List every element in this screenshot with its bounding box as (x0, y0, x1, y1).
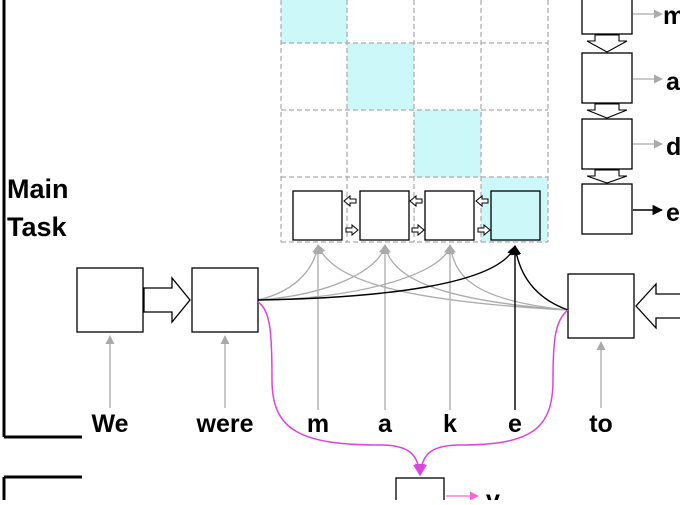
output-cell (581, 52, 633, 104)
decoder-cell-active (490, 190, 541, 241)
input-word: k (443, 410, 457, 438)
output-column (581, 0, 664, 235)
auxiliary-task-cell (395, 477, 445, 505)
input-word: We (91, 410, 128, 438)
decoder-cell (359, 190, 410, 241)
auxiliary-output-label: v (486, 486, 500, 500)
input-word: were (196, 410, 254, 438)
output-letter: e (666, 199, 680, 227)
block-arrow-right (143, 276, 191, 324)
encoder-cell-to (567, 273, 635, 339)
auxiliary-connections (257, 301, 569, 477)
input-word: e (508, 410, 522, 438)
final-step-connections (257, 245, 569, 410)
decoder-cell (292, 190, 343, 241)
decoder-row (292, 190, 541, 241)
encoder-cell-were (191, 267, 259, 333)
input-words: We were m a k e to (91, 410, 612, 438)
grid-cell-highlight (414, 110, 481, 177)
output-cell (581, 183, 633, 235)
output-letter: d (666, 133, 680, 161)
input-word: a (378, 410, 393, 438)
encoder-row (76, 267, 680, 339)
main-task-bracket (2, 0, 82, 500)
output-cell (581, 118, 633, 170)
grid-cell-highlight (281, 0, 347, 43)
input-word: to (589, 410, 613, 438)
output-cell (581, 0, 633, 35)
grid-cell-highlight (347, 43, 414, 110)
output-letter: m (663, 2, 680, 30)
output-letter: a (666, 68, 680, 96)
encoder-cell-we (76, 267, 144, 333)
block-arrow-left (635, 282, 680, 330)
input-arrows (105, 335, 606, 408)
section-label-main: Main (7, 174, 69, 204)
decoder-cell (424, 190, 475, 241)
input-word: m (307, 410, 329, 438)
section-label-task: Task (7, 212, 68, 242)
